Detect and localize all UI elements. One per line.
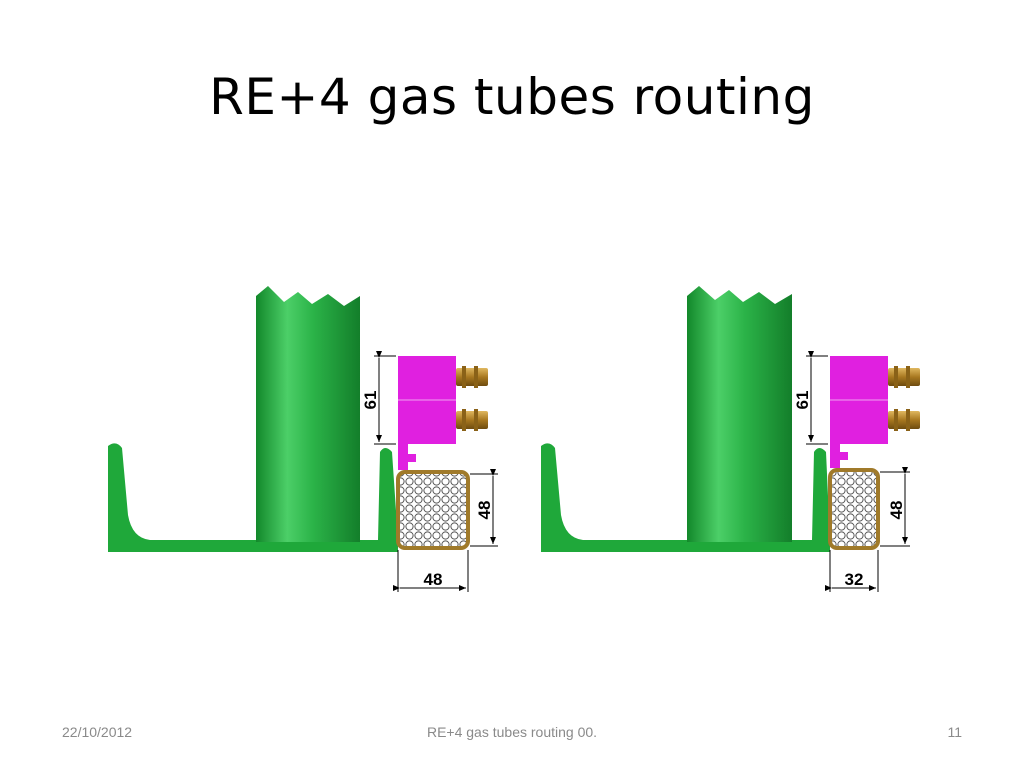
dimension-box-height-label: 48	[475, 501, 494, 520]
dimension-box-width-label: 32	[845, 570, 864, 589]
footer-page-number: 11	[947, 724, 962, 740]
dimension-box-height-label: 48	[887, 501, 906, 520]
dimension-height-label: 61	[361, 391, 380, 410]
diagram-left: 61 48 48	[108, 286, 498, 592]
support-profile	[108, 443, 398, 552]
brass-fitting-icon	[456, 409, 488, 431]
footer-date: 22/10/2012	[62, 724, 133, 740]
dimension-box-width: 32	[825, 550, 879, 592]
support-profile	[541, 443, 830, 552]
connector-clip	[830, 444, 840, 468]
diagram-right: 61 48 32	[541, 286, 920, 592]
brass-fitting-icon	[888, 409, 920, 431]
slide-title: RE+4 gas tubes routing	[209, 68, 815, 126]
brass-fitting-icon	[456, 366, 488, 388]
tube-bundle-box	[828, 468, 880, 550]
dimension-height: 61	[361, 351, 396, 445]
dimension-box-height: 48	[880, 467, 910, 547]
footer-title: RE+4 gas tubes routing 00.	[426, 724, 598, 740]
vertical-column	[256, 286, 360, 542]
vertical-column	[687, 286, 792, 542]
dimension-box-width: 48	[393, 550, 469, 592]
dimension-box-height: 48	[470, 469, 498, 547]
tube-bundle-box	[396, 470, 470, 550]
brass-fitting-icon	[888, 366, 920, 388]
connector-clip	[398, 444, 408, 470]
dimension-height: 61	[793, 351, 828, 445]
dimension-height-label: 61	[793, 391, 812, 410]
dimension-box-width-label: 48	[424, 570, 443, 589]
